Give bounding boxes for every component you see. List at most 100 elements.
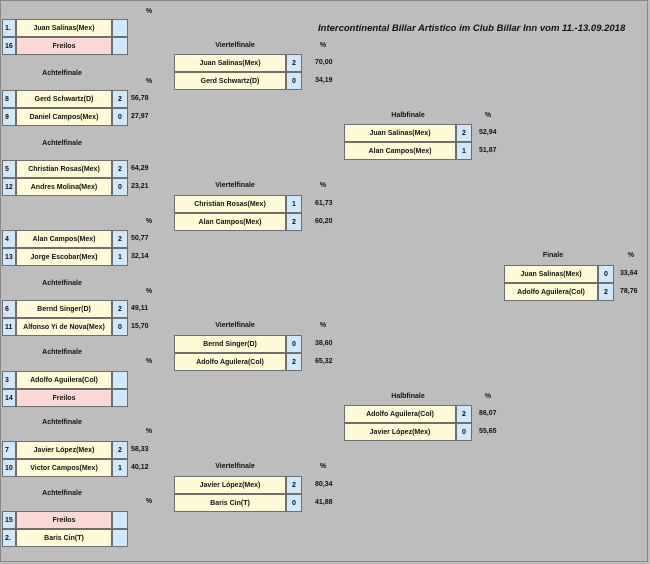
player-pct: 52,94 [479,129,497,136]
player-pct: 50,77 [131,235,149,242]
seed-number: 11 [2,318,16,336]
round-label-achtel: Achtelfinale [42,419,82,426]
round-label-halb: Halbfinale [391,393,425,400]
seed-number: 6 [2,300,16,318]
player-score: 1 [456,142,472,160]
player-score: 1 [112,459,128,477]
player-score: 2 [112,300,128,318]
player-pct: 23,21 [131,183,149,190]
player-score: 2 [112,441,128,459]
player-pct: 32,14 [131,253,149,260]
player-score: 1 [112,248,128,266]
player-pct: 27,97 [131,113,149,120]
round-label-achtel: Achtelfinale [42,140,82,147]
player-score: 2 [112,90,128,108]
pct-header: % [145,8,153,15]
player-pct: 78,76 [620,288,638,295]
player-pct: 70,00 [315,59,333,66]
player-score: 0 [112,178,128,196]
player-pct: 51,87 [479,147,497,154]
player-name: Juan Salinas(Mex) [344,124,456,142]
player-pct: 49,11 [131,305,149,312]
round-label-viertel: Viertelfinale [215,322,255,329]
round-label-achtel: Achtelfinale [42,70,82,77]
player-pct: 40,12 [131,464,149,471]
round-label-viertel: Viertelfinale [215,463,255,470]
player-name: Adolfo Aguilera(Col) [174,353,286,371]
round-label-achtel: Achtelfinale [42,280,82,287]
player-score: 0 [286,335,302,353]
player-pct: 61,73 [315,200,333,207]
player-name: Alfonso Yi de Nova(Mex) [16,318,112,336]
player-name: Javier López(Mex) [344,423,456,441]
player-name: Alan Campos(Mex) [174,213,286,231]
player-name: Alan Campos(Mex) [344,142,456,160]
player-name: Andres Molina(Mex) [16,178,112,196]
player-score: 0 [112,108,128,126]
seed-number: 4 [2,230,16,248]
round-label-achtel: Achtelfinale [42,349,82,356]
seed-number: 7 [2,441,16,459]
tournament-title: Intercontinental Billar Artistico im Clu… [318,23,626,34]
player-score: 2 [286,353,302,371]
player-pct: 58,33 [131,446,149,453]
pct-header: % [145,428,153,435]
seed-number: 12 [2,178,16,196]
player-name: Bernd Singer(D) [16,300,112,318]
player-score: 2 [112,160,128,178]
seed-number: 2. [2,529,16,547]
player-name: Daniel Campos(Mex) [16,108,112,126]
round-label-viertel: Viertelfinale [215,42,255,49]
player-name: Juan Salinas(Mex) [504,265,598,283]
player-pct: 38,60 [315,340,333,347]
player-score [112,511,128,529]
pct-header: % [319,182,327,189]
player-name: Baris Cin(T) [16,529,112,547]
player-score [112,371,128,389]
player-pct: 34,19 [315,77,333,84]
player-score: 2 [456,124,472,142]
round-label-achtel: Achtelfinale [42,490,82,497]
player-score: 0 [456,423,472,441]
pct-header: % [627,252,635,259]
player-name: Juan Salinas(Mex) [174,54,286,72]
player-name: Alan Campos(Mex) [16,230,112,248]
player-name: Baris Cin(T) [174,494,286,512]
seed-number: 1. [2,19,16,37]
seed-number: 16 [2,37,16,55]
player-score: 0 [286,494,302,512]
player-score: 2 [286,54,302,72]
seed-number: 13 [2,248,16,266]
player-name: Jorge Escobar(Mex) [16,248,112,266]
player-score [112,529,128,547]
player-score: 2 [456,405,472,423]
seed-number: 15 [2,511,16,529]
player-score: 2 [286,213,302,231]
seed-number: 5 [2,160,16,178]
player-name: Christian Rosas(Mex) [174,195,286,213]
player-name: Victor Campos(Mex) [16,459,112,477]
player-score: 2 [598,283,614,301]
pct-header: % [145,498,153,505]
pct-header: % [145,78,153,85]
player-name: Bernd Singer(D) [174,335,286,353]
player-pct: 60,20 [315,218,333,225]
seed-number: 9 [2,108,16,126]
player-pct: 80,34 [315,481,333,488]
player-pct: 64,29 [131,165,149,172]
player-name: Javier López(Mex) [174,476,286,494]
player-pct: 55,65 [479,428,497,435]
seed-number: 14 [2,389,16,407]
player-score [112,19,128,37]
pct-header: % [319,42,327,49]
player-score: 0 [112,318,128,336]
player-name: Adolfo Aguilera(Col) [16,371,112,389]
seed-number: 3 [2,371,16,389]
player-pct: 41,88 [315,499,333,506]
player-score [112,37,128,55]
bye-slot: Freilos [16,37,112,55]
player-pct: 33,64 [620,270,638,277]
player-pct: 15,70 [131,323,149,330]
player-score: 2 [112,230,128,248]
